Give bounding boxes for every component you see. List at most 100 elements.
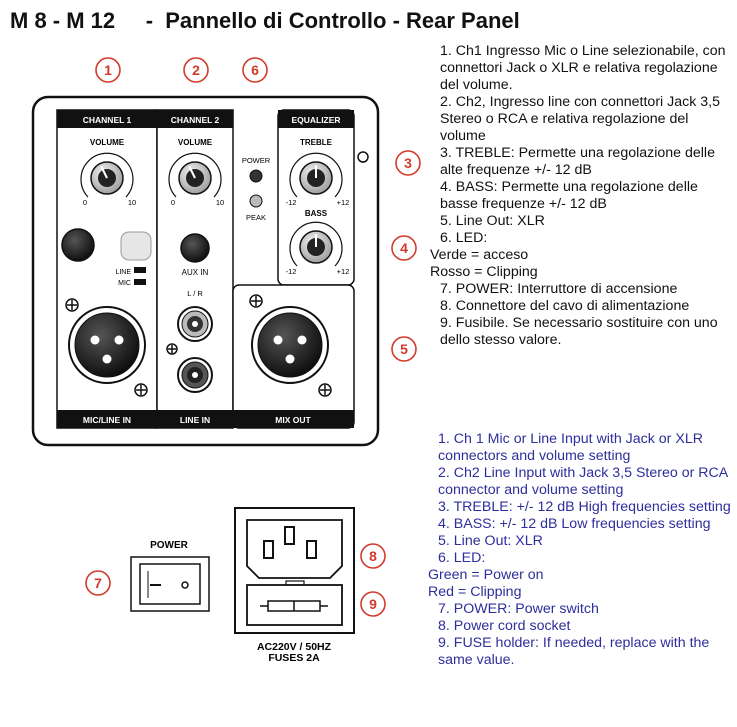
- mic-line-in-label: MIC/LINE IN: [83, 415, 131, 425]
- it-item-6: 6. LED:: [440, 230, 488, 246]
- aux-in-jack: [180, 233, 210, 263]
- power-switch-off-mark: [181, 581, 189, 589]
- callout-number-3: 3: [404, 155, 412, 171]
- equalizer-header-bar: [278, 110, 354, 128]
- callout-marker-9: 9: [360, 591, 386, 617]
- callout-number-5: 5: [400, 341, 408, 357]
- mix-out-label: MIX OUT: [275, 415, 311, 425]
- channel2-header-bar: [157, 110, 233, 128]
- en-item-5: 5. Line Out: XLR: [438, 533, 543, 549]
- volume1-max: 10: [128, 198, 136, 207]
- ch1-jack-input: [61, 228, 95, 262]
- it-item-9: 9. Fusibile. Se necessario sostituire co…: [440, 315, 718, 348]
- it-item-2: 2. Ch2, Ingresso line con connettori Jac…: [440, 94, 720, 144]
- english-description: 1. Ch 1 Mic or Line Input with Jack or X…: [428, 431, 733, 669]
- callout-number-6: 6: [251, 62, 259, 78]
- mic-line-in-bar: [57, 410, 157, 428]
- en-led-red: Red = Clipping: [428, 584, 522, 600]
- callout-marker-3: 3: [395, 150, 421, 176]
- callout-number-8: 8: [369, 548, 377, 564]
- en-item-1: 1. Ch 1 Mic or Line Input with Jack or X…: [438, 431, 703, 464]
- it-led-red: Rosso = Clipping: [430, 264, 538, 280]
- it-item-8: 8. Connettore del cavo di alimentazione: [440, 298, 690, 314]
- power-led: [249, 169, 263, 183]
- treble-max: +12: [337, 198, 350, 207]
- italian-description: 1. Ch1 Ingresso Mic o Line selezionabile…: [430, 43, 730, 349]
- line-label: LINE: [115, 269, 131, 276]
- volume1-knob: [80, 152, 134, 198]
- power-led-label: POWER: [242, 156, 271, 165]
- callout-marker-4: 4: [391, 235, 417, 261]
- it-item-1: 1. Ch1 Ingresso Mic o Line selezionabile…: [440, 43, 726, 93]
- power-cord-socket: [246, 519, 343, 579]
- line-switch-mark: [134, 267, 146, 273]
- volume1-label: VOLUME: [90, 138, 125, 147]
- channel1-header-bar: [57, 110, 157, 128]
- bass-label: BASS: [305, 209, 328, 218]
- en-led-green: Green = Power on: [428, 567, 544, 583]
- equalizer-header: EQUALIZER: [291, 115, 340, 125]
- mic-switch-mark: [134, 279, 146, 285]
- callout-marker-6: 6: [242, 57, 268, 83]
- it-item-4: 4. BASS: Permette una regolazione delle …: [440, 179, 698, 212]
- callout-number-9: 9: [369, 596, 377, 612]
- line-in-bar: [157, 410, 233, 428]
- callout-number-4: 4: [400, 240, 408, 256]
- volume2-label: VOLUME: [178, 138, 213, 147]
- it-item-7: 7. POWER: Interruttore di accensione: [440, 281, 678, 297]
- panel-screw: [357, 151, 369, 163]
- treble-label: TREBLE: [300, 138, 333, 147]
- en-item-6: 6. LED:: [438, 550, 486, 566]
- power-switch: [139, 563, 201, 605]
- treble-min: -12: [286, 198, 297, 207]
- it-item-5: 5. Line Out: XLR: [440, 213, 545, 229]
- volume2-max: 10: [216, 198, 224, 207]
- line-mic-switch: [120, 231, 152, 261]
- callout-number-1: 1: [104, 62, 112, 78]
- callout-markers: 1 2 6 3 4 5 7 8 9: [85, 57, 421, 617]
- line-in-label: LINE IN: [180, 415, 210, 425]
- callout-number-7: 7: [94, 575, 102, 591]
- volume1-min: 0: [83, 198, 87, 207]
- callout-marker-1: 1: [95, 57, 121, 83]
- channel1-header: CHANNEL 1: [83, 115, 132, 125]
- xlr-output-connector: [249, 294, 332, 397]
- it-item-3: 3. TREBLE: Permette una regolazione dell…: [440, 145, 715, 178]
- channel2-header: CHANNEL 2: [171, 115, 220, 125]
- rating-line2: FUSES 2A: [268, 652, 320, 664]
- it-led-green: Verde = acceso: [430, 247, 529, 263]
- power-switch-label: POWER: [150, 540, 189, 551]
- callout-number-2: 2: [192, 62, 200, 78]
- socket-pin-right: [306, 540, 317, 559]
- bass-min: -12: [286, 267, 297, 276]
- bass-max: +12: [337, 267, 350, 276]
- socket-pin-earth: [284, 526, 295, 545]
- page-title: M 8 - M 12 - Pannello di Controllo - Rea…: [10, 8, 520, 33]
- callout-marker-5: 5: [391, 336, 417, 362]
- callout-marker-7: 7: [85, 570, 111, 596]
- volume2-knob: [168, 152, 222, 198]
- lr-label: L / R: [187, 289, 203, 298]
- volume2-min: 0: [171, 198, 175, 207]
- en-item-2: 2. Ch2 Line Input with Jack 3,5 Stereo o…: [438, 465, 728, 498]
- socket-pin-left: [263, 540, 274, 559]
- en-item-3: 3. TREBLE: +/- 12 dB High frequencies se…: [438, 499, 731, 515]
- aux-in-label: AUX IN: [182, 268, 209, 277]
- peak-led: [249, 194, 263, 208]
- en-item-8: 8. Power cord socket: [438, 618, 571, 634]
- en-item-4: 4. BASS: +/- 12 dB Low frequencies setti…: [438, 516, 711, 532]
- ch2-screw: [166, 343, 178, 355]
- callout-marker-8: 8: [360, 543, 386, 569]
- mic-label: MIC: [118, 280, 131, 287]
- bass-knob: [289, 221, 343, 267]
- en-item-7: 7. POWER: Power switch: [438, 601, 599, 617]
- rating-line1: AC220V / 50HZ: [257, 641, 332, 653]
- mix-out-bar: [233, 410, 354, 428]
- en-item-9: 9. FUSE holder: If needed, replace with …: [438, 635, 710, 668]
- rca-left-jack: [177, 306, 213, 342]
- callout-marker-2: 2: [183, 57, 209, 83]
- rca-right-jack: [177, 357, 213, 393]
- peak-led-label: PEAK: [246, 213, 266, 222]
- treble-knob: [289, 152, 343, 198]
